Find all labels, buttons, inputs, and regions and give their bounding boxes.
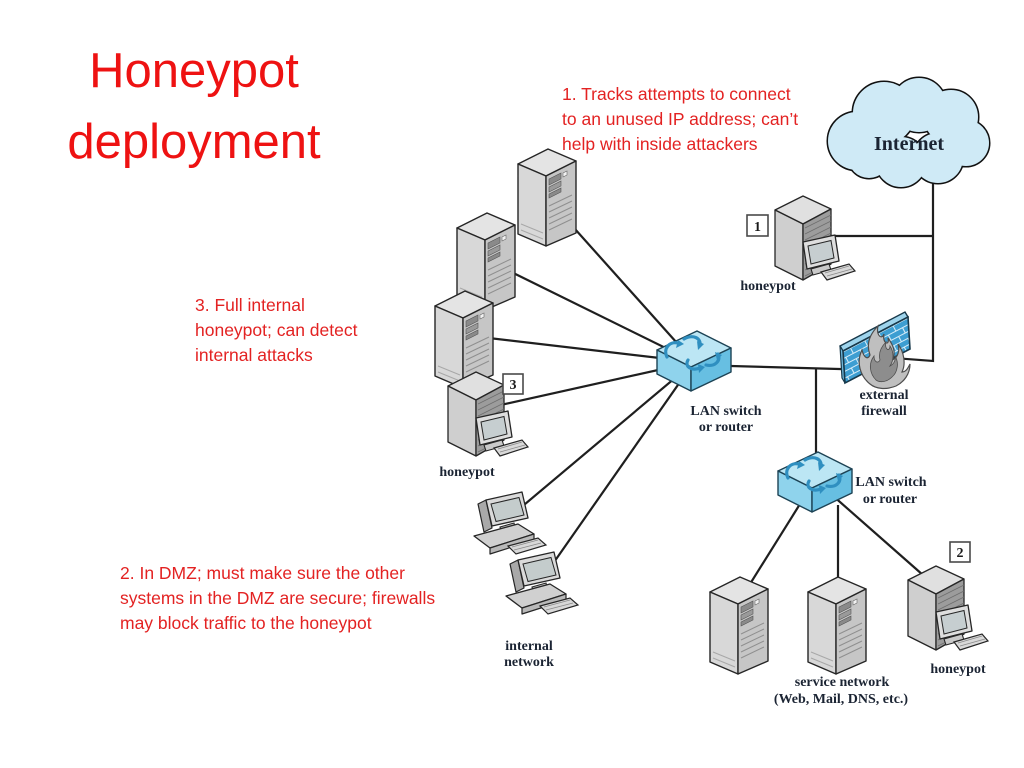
connection-line-pc1-switch1 (511, 361, 695, 516)
annotation-1-line2: to an unused IP address; can’t (562, 109, 799, 129)
page-title: Honeypot deployment (8, 36, 380, 178)
annotation-2-line1: 2. In DMZ; must make sure the other (120, 563, 405, 583)
lan-switch-2-label-line1: LAN switch (855, 475, 926, 490)
honeypot-2-workstation (907, 565, 989, 651)
flames-icon (858, 324, 911, 390)
service-network-label-line2: (Web, Mail, DNS, etc.) (774, 692, 908, 707)
connection-line-pc2-switch1 (544, 361, 695, 576)
internal-pc-1 (473, 491, 547, 555)
internet-label: Internet (874, 133, 944, 155)
marker-1: 1 (746, 214, 769, 237)
service-server-1 (709, 576, 769, 675)
honeypot-3-label: honeypot (439, 465, 495, 480)
internet-cloud: Internet (826, 76, 991, 189)
marker-2-label: 2 (957, 546, 964, 561)
external-firewall-label-line2: firewall (861, 404, 907, 419)
lan-switch-2-label-line2: or router (863, 492, 917, 507)
lan-switch-1 (655, 329, 733, 393)
lan-switch-1-label-line2: or router (699, 420, 753, 435)
external-firewall-label-line1: external (860, 388, 909, 403)
internal-network-label-line2: network (504, 655, 554, 670)
internal-network-label-line1: internal (505, 639, 553, 654)
marker-3-label: 3 (510, 378, 517, 393)
annotation-3-line2: honeypot; can detect (195, 320, 358, 340)
honeypot-1-label: honeypot (740, 279, 796, 294)
annotation-3-line3: internal attacks (195, 345, 313, 365)
connection-line-server2-switch1 (486, 259, 695, 363)
page-title-line2: deployment (67, 115, 321, 169)
service-server-2 (807, 576, 867, 675)
annotation-1-line1: 1. Tracks attempts to connect (562, 84, 791, 104)
page-title-line1: Honeypot (89, 44, 299, 98)
service-network-label-line1: service network (795, 675, 890, 690)
annotation-2: 2. In DMZ; must make sure the other syst… (120, 561, 435, 636)
marker-3: 3 (502, 373, 524, 395)
internal-pc-2 (505, 551, 579, 615)
marker-2: 2 (949, 541, 971, 563)
external-firewall (839, 311, 911, 390)
annotation-3-line1: 3. Full internal (195, 295, 305, 315)
marker-1-label: 1 (754, 220, 761, 235)
annotation-1-line3: help with inside attackers (562, 134, 758, 154)
honeypot-2-label: honeypot (930, 662, 986, 677)
server-3 (434, 290, 494, 389)
connection-line-server3-switch1 (462, 333, 695, 364)
server-1 (517, 148, 577, 247)
annotation-1: 1. Tracks attempts to connect to an unus… (562, 82, 798, 157)
annotation-3: 3. Full internal honeypot; can detect in… (195, 293, 357, 368)
lan-switch-1-label-line1: LAN switch (690, 404, 761, 419)
honeypot-1-workstation (774, 195, 856, 281)
annotation-2-line3: may block traffic to the honeypot (120, 613, 372, 633)
annotation-2-line2: systems in the DMZ are secure; firewalls (120, 588, 436, 608)
